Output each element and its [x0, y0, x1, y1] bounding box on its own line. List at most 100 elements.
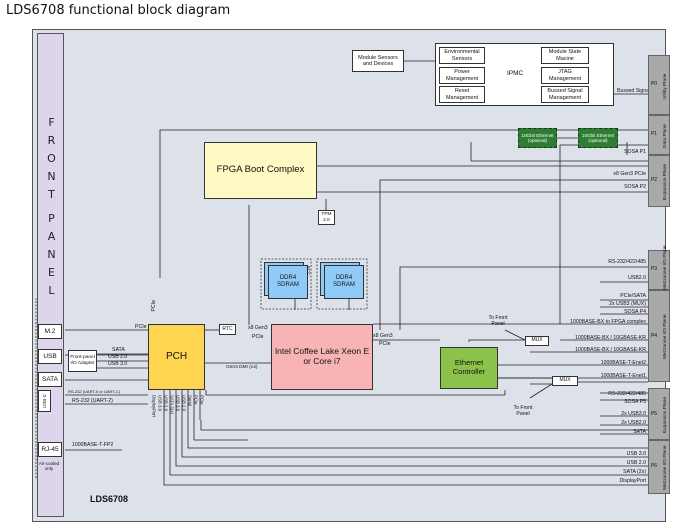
v-label-sata: SATA (2x): [169, 395, 175, 414]
plane-number: P2: [650, 177, 658, 183]
front-panel-letter: O: [47, 152, 56, 165]
plane-name: Mezzanine I/O Plane: [663, 314, 668, 360]
plane-name: Data Plane: [663, 124, 668, 148]
usb2-p5-label: 2x USB2.0: [621, 420, 646, 426]
cpu-block: Intel Coffee Lake Xeon E or Core i7: [271, 324, 373, 390]
pch-block: PCH: [148, 324, 205, 390]
mux-2: MUX: [552, 376, 578, 386]
sata-port: SATA: [38, 372, 62, 387]
t-enet1-label: 1000BASE-T-Enet1: [600, 373, 646, 379]
front-panel-letter: P: [48, 212, 55, 225]
plane-number: P0: [650, 81, 658, 87]
uart1-label: RS-232 (UART-0 or UART-C): [68, 389, 121, 394]
sata-p5-label: SATA: [633, 429, 646, 435]
rj45-port: RJ-45: [38, 442, 62, 457]
usb2-p3-label: USB2.0: [628, 275, 646, 281]
plane-p3: P3 Mezzanine I/O Plane: [648, 245, 670, 290]
sosa-p5-label: SOSA P5: [624, 399, 646, 405]
usb-port: USB: [38, 349, 62, 364]
front-panel-letter: F: [48, 116, 55, 129]
bx-kr-1-label: 1000BASE-BX / 10GBASE-KR: [575, 335, 646, 341]
pcie-m2-label: PCIe: [135, 324, 147, 330]
usbc-port-label: USB-C: [41, 393, 47, 408]
fp-usb2-label: USB 2.0: [108, 354, 128, 360]
fp-usb3-label: USB 3.0: [108, 361, 128, 367]
uart2-label: RS-232 (UART-2): [72, 398, 113, 404]
x8gen3-left-label: x8 Gen3: [248, 325, 268, 331]
v-label-usb30b: USB 3.0: [175, 395, 181, 412]
plane-p5: P5 Expansion Plane: [648, 388, 670, 440]
plane-p1: P1 Data Plane: [648, 115, 670, 155]
eth10g-2-box: 10Gbit Ethernet (optional): [578, 128, 618, 148]
pcie-up-label: PCIe: [151, 300, 157, 312]
rs232-p5-label: RS-232/422/485: [608, 391, 646, 397]
front-panel-letter: A: [47, 230, 56, 243]
rs232-p3-label: RS-232/422/485: [608, 259, 646, 265]
v-label-pcie: PCIe: [193, 395, 199, 405]
displayport-p6-label: DisplayPort: [619, 478, 646, 484]
plane-name: Expansion Plane: [663, 397, 668, 434]
ipmc-label: IPMC: [507, 70, 524, 77]
jtag-mgmt-box: JTAG Management: [541, 67, 589, 84]
front-panel-io-adapter: Front-panel I/O Adapter: [68, 350, 97, 372]
x8-pcie-label: x8 Gen3 PCIe: [613, 171, 646, 177]
sata2x-p6-label: SATA (2x): [623, 469, 646, 475]
module-state-box: Module State Macine: [541, 47, 589, 64]
to-front-panel-2: To Front Panel: [513, 405, 533, 417]
front-panel-letter: T: [48, 188, 55, 201]
front-panel: F R O N T P A N E L: [37, 33, 64, 517]
ecc-label: ECC: [305, 266, 311, 276]
m2-port: M.2: [38, 324, 62, 339]
pcie-sata-label: PCIe/SATA: [620, 293, 646, 299]
plane-name: Mezzanine I/O Plane: [663, 245, 668, 290]
rj45-link-label: 1000BASE-T-FP2: [72, 442, 114, 448]
plane-p0: P0 Utility Plane: [648, 55, 670, 115]
plane-number: P6: [650, 463, 658, 469]
usb3-p5-label: 2x USB3.0: [621, 411, 646, 417]
dmi-label: Gen3 DMI (x4): [226, 365, 258, 370]
bussed-signal-box: Bussed Signal Management: [541, 86, 589, 103]
pcie-right-label: PCIe: [379, 341, 391, 347]
plane-name: Expansion Plane: [663, 164, 668, 201]
v-label-displayport: DisplayPort: [151, 395, 157, 417]
v-label-pcie-b: PCIe: [199, 395, 205, 405]
plane-name: Utility Plane: [663, 73, 668, 99]
plane-number: P3: [650, 266, 658, 272]
usb30-p6-label: USB 3.0: [626, 451, 646, 457]
plane-number: P5: [650, 411, 658, 417]
plane-p2: P2 Expansion Plane: [648, 155, 670, 207]
pcie-left-label: PCIe: [252, 334, 264, 340]
fp-sata-label: SATA: [112, 347, 125, 353]
front-panel-letter: N: [47, 170, 56, 183]
front-panel-letter: R: [47, 134, 56, 147]
usb3-mux-label: 2x USB3 (MUX): [609, 301, 646, 307]
front-panel-letter: E: [48, 266, 55, 279]
sosa-p4-label: SOSA P4: [624, 309, 646, 315]
ethernet-controller: Ethernet Controller: [440, 347, 498, 389]
v-label-usb20b: USB 2.0: [181, 395, 187, 412]
front-panel-letter: N: [47, 248, 56, 261]
ddr4-sdram-2: DDR4 SDRAM: [324, 265, 364, 299]
plane-p6: P6 Mezzanine I/O Plane: [648, 440, 670, 494]
fpga-boot-complex: FPGA Boot Complex: [204, 142, 317, 199]
module-sensors-box: Module Sensors and Devices: [352, 50, 404, 72]
bussed-signals-label: Bussed Signals: [617, 88, 653, 94]
front-panel-letter: L: [48, 284, 55, 297]
usbc-port: USB-C: [38, 390, 51, 412]
sosa-p1-label: SOSA P1: [624, 149, 646, 155]
eth10g-1-box: 10Gbit Ethernet (optional): [518, 128, 557, 148]
plane-number: P1: [650, 131, 658, 137]
x8gen3-right-label: x8 Gen3: [373, 333, 393, 339]
plane-number: P4: [650, 333, 658, 339]
v-label-usb30: USB 3.0: [157, 395, 163, 412]
v-label-serial: Serial: [187, 395, 193, 406]
reset-mgmt-box: Reset Management: [439, 86, 485, 103]
mux-1: MUX: [525, 336, 549, 346]
env-sensors-box: Environmental Sensors: [439, 47, 485, 64]
tpm-box: TPM 2.0: [318, 210, 335, 225]
sosa-p2-label: SOSA P2: [624, 184, 646, 190]
power-mgmt-box: Power Management: [439, 67, 485, 84]
diagram-title: LDS6708 functional block diagram: [6, 3, 231, 18]
plane-p4: P4 Mezzanine I/O Plane: [648, 290, 670, 382]
v-label-usb20: USB 2.0: [163, 395, 169, 412]
